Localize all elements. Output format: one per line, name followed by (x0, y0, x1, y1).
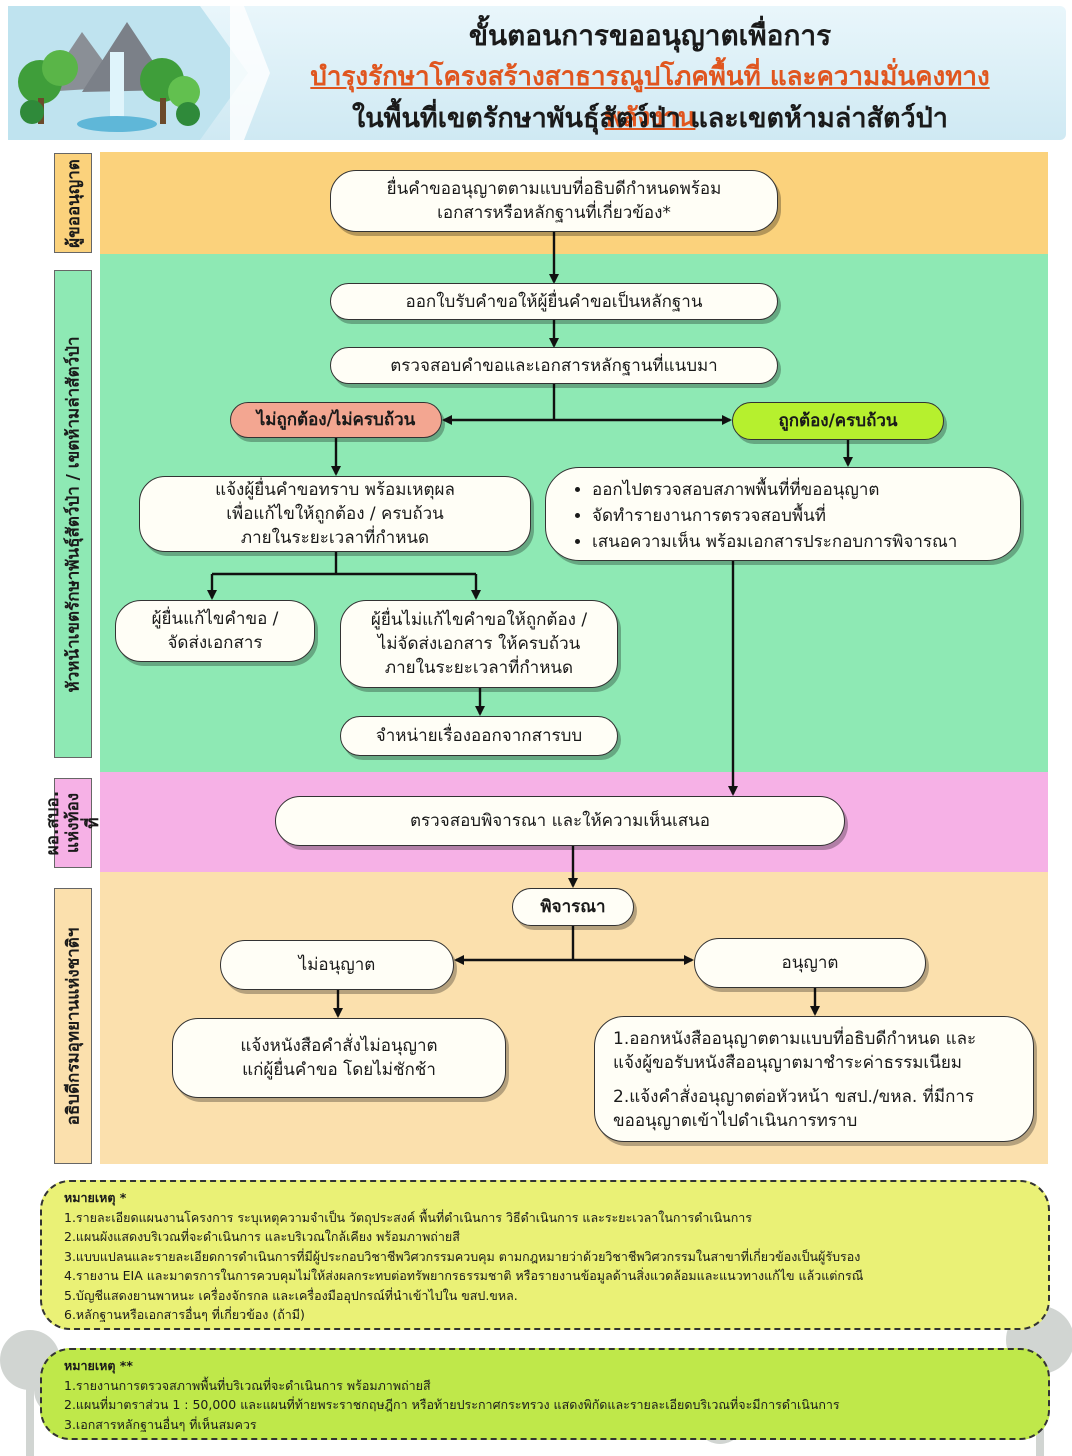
node-consider: พิจารณา (512, 888, 634, 926)
note-item: 4.รายงาน EIA และมาตรการในการควบคุมไม่ให้… (64, 1268, 864, 1283)
node-issue-receipt: ออกใบรับคำขอให้ผู้ยื่นคำขอเป็นหลักฐาน (330, 283, 778, 320)
note-item: 1.รายงานการตรวจสภาพพื้นที่บริเวณที่จะดำเ… (64, 1377, 431, 1393)
node-applicant-fixed: ผู้ยื่นแก้ไขคำขอ / จัดส่งเอกสาร (115, 600, 315, 662)
node-permit-steps: 1.ออกหนังสืออนุญาตตามแบบที่อธิบดีกำหนด แ… (594, 1016, 1034, 1142)
note-inspection-documents: หมายเหตุ ** 1.รายงานการตรวจสภาพพื้นที่บร… (40, 1348, 1050, 1440)
note-item: 6.หลักฐานหรือเอกสารอื่นๆ ที่เกี่ยวข้อง (… (64, 1307, 305, 1322)
note-item: 3.เอกสารหลักฐานอื่นๆ ที่เห็นสมควร (64, 1416, 257, 1432)
note-item: 1.รายละเอียดแผนงานโครงการ ระบุเหตุความจำ… (64, 1209, 753, 1225)
node-notify-fix: แจ้งผู้ยื่นคำขอทราบ พร้อมเหตุผล เพื่อแก้… (139, 476, 531, 552)
node-submit-request: ยื่นคำขออนุญาตตามแบบที่อธิบดีกำหนดพร้อม … (330, 170, 778, 232)
forest-waterfall-icon (18, 22, 200, 132)
inspection-item: จัดทำรายงานการตรวจสอบพื้นที่ (592, 504, 1002, 528)
lane-label-director-general: อธิบดีกรมอุทยานแห่งชาติฯ (54, 888, 92, 1164)
node-inspection-list: ออกไปตรวจสอบสภาพพื้นที่ที่ขออนุญาต จัดทำ… (545, 467, 1021, 561)
page-title-line3: ในพื้นที่เขตรักษาพันธุ์สัตว์ป่า และเขตห้… (352, 103, 948, 134)
note-required-documents: หมายเหตุ * 1.รายละเอียดแผนงานโครงการ ระบ… (40, 1180, 1050, 1330)
note-item: 5.บัญชีแสดงยานพาหนะ เครื่องจักรกล และเคร… (64, 1287, 518, 1303)
node-correct-complete: ถูกต้อง/ครบถ้วน (732, 402, 944, 440)
note-item: 2.แผนผังแสดงบริเวณที่จะดำเนินการ และบริเ… (64, 1229, 460, 1244)
node-incorrect-incomplete: ไม่ถูกต้อง/ไม่ครบถ้วน (230, 402, 442, 438)
node-not-permit: ไม่อนุญาต (220, 940, 454, 990)
node-applicant-not-fixed: ผู้ยื่นไม่แก้ไขคำขอให้ถูกต้อง / ไม่จัดส่… (340, 600, 618, 688)
permit-step: 1.ออกหนังสืออนุญาตตามแบบที่อธิบดีกำหนด แ… (613, 1029, 977, 1073)
node-dismiss-case: จำหน่ายเรื่องออกจากสารบบ (340, 716, 618, 756)
lane-label-applicant: ผู้ขออนุญาต (54, 153, 92, 253)
note-item: 2.แผนที่มาตราส่วน 1 : 50,000 และแผนที่ท้… (64, 1397, 840, 1412)
note-item: 3.แบบแปลนและรายละเอียดการดำเนินการที่มีผ… (64, 1248, 861, 1264)
node-check-documents: ตรวจสอบคำขอและเอกสารหลักฐานที่แนบมา (330, 347, 778, 384)
permit-step: 2.แจ้งคำสั่งอนุญาตต่อหัวหน้า ขสป./ขหล. ท… (613, 1087, 975, 1131)
lane-label-office-director: ผอ.สบอ. แห่งท้องที่ (43, 778, 103, 868)
page-title-line2: บำรุงรักษาโครงสร้างสาธารณูปโภคพื้นที่ แล… (310, 62, 990, 133)
node-review-opinion: ตรวจสอบพิจารณา และให้ความเห็นเสนอ (275, 796, 845, 846)
page-title-line1: ขั้นตอนการขออนุญาตเพื่อการ (468, 19, 832, 52)
lane-label-sanctuary-head: หัวหน้าเขตรักษาพันธุ์สัตว์ป่า / เขตห้ามล… (54, 270, 92, 758)
note-title: หมายเหตุ * (64, 1190, 127, 1205)
note-title: หมายเหตุ ** (64, 1358, 133, 1373)
node-notify-rejection: แจ้งหนังสือคำสั่งไม่อนุญาต แก่ผู้ยื่นคำข… (172, 1018, 506, 1098)
node-permit: อนุญาต (694, 938, 926, 988)
inspection-item: เสนอความเห็น พร้อมเอกสารประกอบการพิจารณา (592, 530, 1002, 554)
inspection-item: ออกไปตรวจสอบสภาพพื้นที่ที่ขออนุญาต (592, 478, 1002, 502)
